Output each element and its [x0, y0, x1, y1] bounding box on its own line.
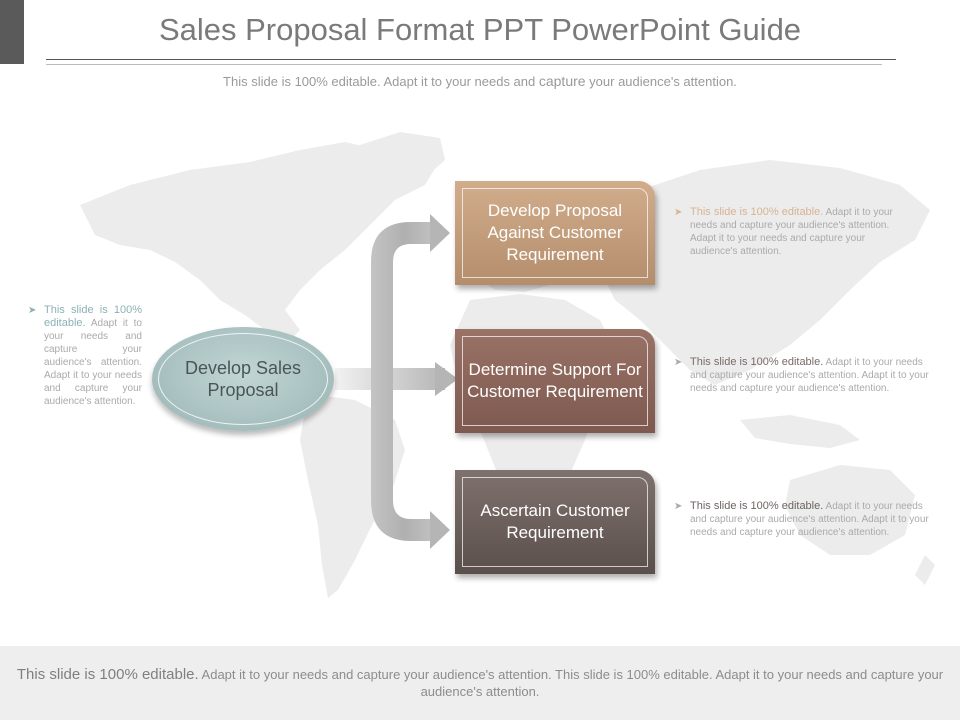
- note-lead: This slide is 100% editable.: [690, 206, 824, 218]
- note-body: Adapt it to your needs and capture your …: [44, 318, 142, 407]
- north-america-shape: [80, 142, 440, 345]
- slide-subtitle: This slide is 100% editable. Adapt it to…: [0, 73, 960, 89]
- note-step-2: ➤ This slide is 100% editable. Adapt it …: [674, 356, 936, 395]
- footer-text: This slide is 100% editable. Adapt it to…: [10, 666, 950, 700]
- step-box-3-label: Ascertain Customer Requirement: [480, 501, 630, 542]
- step-box-1-label: Develop Proposal Against Customer Requir…: [487, 201, 623, 264]
- footer-body: Adapt it to your needs and capture your …: [198, 667, 944, 699]
- source-oval-label: Develop Sales Proposal: [184, 358, 302, 400]
- arrow-bullet-icon: ➤: [674, 207, 683, 218]
- corner-accent: [0, 0, 24, 64]
- vertical-branch-connector: [371, 222, 438, 541]
- step-box-2: Determine Support For Customer Requireme…: [455, 329, 655, 433]
- australia-shape: [785, 465, 915, 555]
- note-lead: This slide is 100% editable.: [690, 356, 824, 368]
- step-box-3-frame: [462, 477, 648, 567]
- step-box-2-label: Determine Support For Customer Requireme…: [467, 360, 643, 401]
- note-step-3: ➤ This slide is 100% editable. Adapt it …: [674, 500, 932, 539]
- arrow-bullet-icon: ➤: [674, 501, 683, 512]
- arrow-head-middle: [435, 362, 458, 396]
- note-body: Adapt it to your needs and capture your …: [690, 207, 893, 257]
- subtitle-text-a: This slide is 100% editable. Adapt it to…: [223, 74, 539, 89]
- step-box-1-frame: [462, 188, 648, 278]
- step-box-1: Develop Proposal Against Customer Requir…: [455, 181, 655, 285]
- note-source: ➤ This slide is 100% editable. Adapt it …: [28, 304, 142, 408]
- arrow-head-top: [430, 214, 450, 252]
- subtitle-text-b: capture: [538, 73, 586, 89]
- step-box-3: Ascertain Customer Requirement: [455, 470, 655, 574]
- title-divider: [46, 59, 896, 60]
- asia-shape: [590, 160, 930, 385]
- note-body: Adapt it to your needs and capture your …: [690, 357, 929, 394]
- new-zealand-shape: [915, 555, 935, 585]
- footer-bar: This slide is 100% editable. Adapt it to…: [0, 646, 960, 720]
- step-box-2-frame: [462, 336, 648, 426]
- note-lead: This slide is 100% editable.: [44, 304, 142, 329]
- source-oval: Develop Sales Proposal: [152, 327, 334, 431]
- title-divider-secondary: [46, 64, 882, 65]
- indonesia-shape: [740, 415, 860, 448]
- arrow-bullet-icon: ➤: [674, 357, 683, 368]
- oval-inner-ring: [158, 333, 328, 425]
- connector-arrows: [335, 214, 458, 549]
- footer-lead: This slide is 100% editable.: [16, 666, 199, 683]
- arrow-bullet-icon: ➤: [28, 305, 37, 316]
- slide-title: Sales Proposal Format PPT PowerPoint Gui…: [158, 12, 802, 47]
- arrow-head-bottom: [430, 511, 450, 549]
- note-body: Adapt it to your needs and capture your …: [690, 501, 929, 538]
- subtitle-text-c: your audience's attention.: [585, 74, 737, 89]
- greenland-shape: [360, 132, 445, 185]
- note-step-1: ➤ This slide is 100% editable. Adapt it …: [674, 206, 914, 258]
- note-lead: This slide is 100% editable.: [690, 500, 824, 512]
